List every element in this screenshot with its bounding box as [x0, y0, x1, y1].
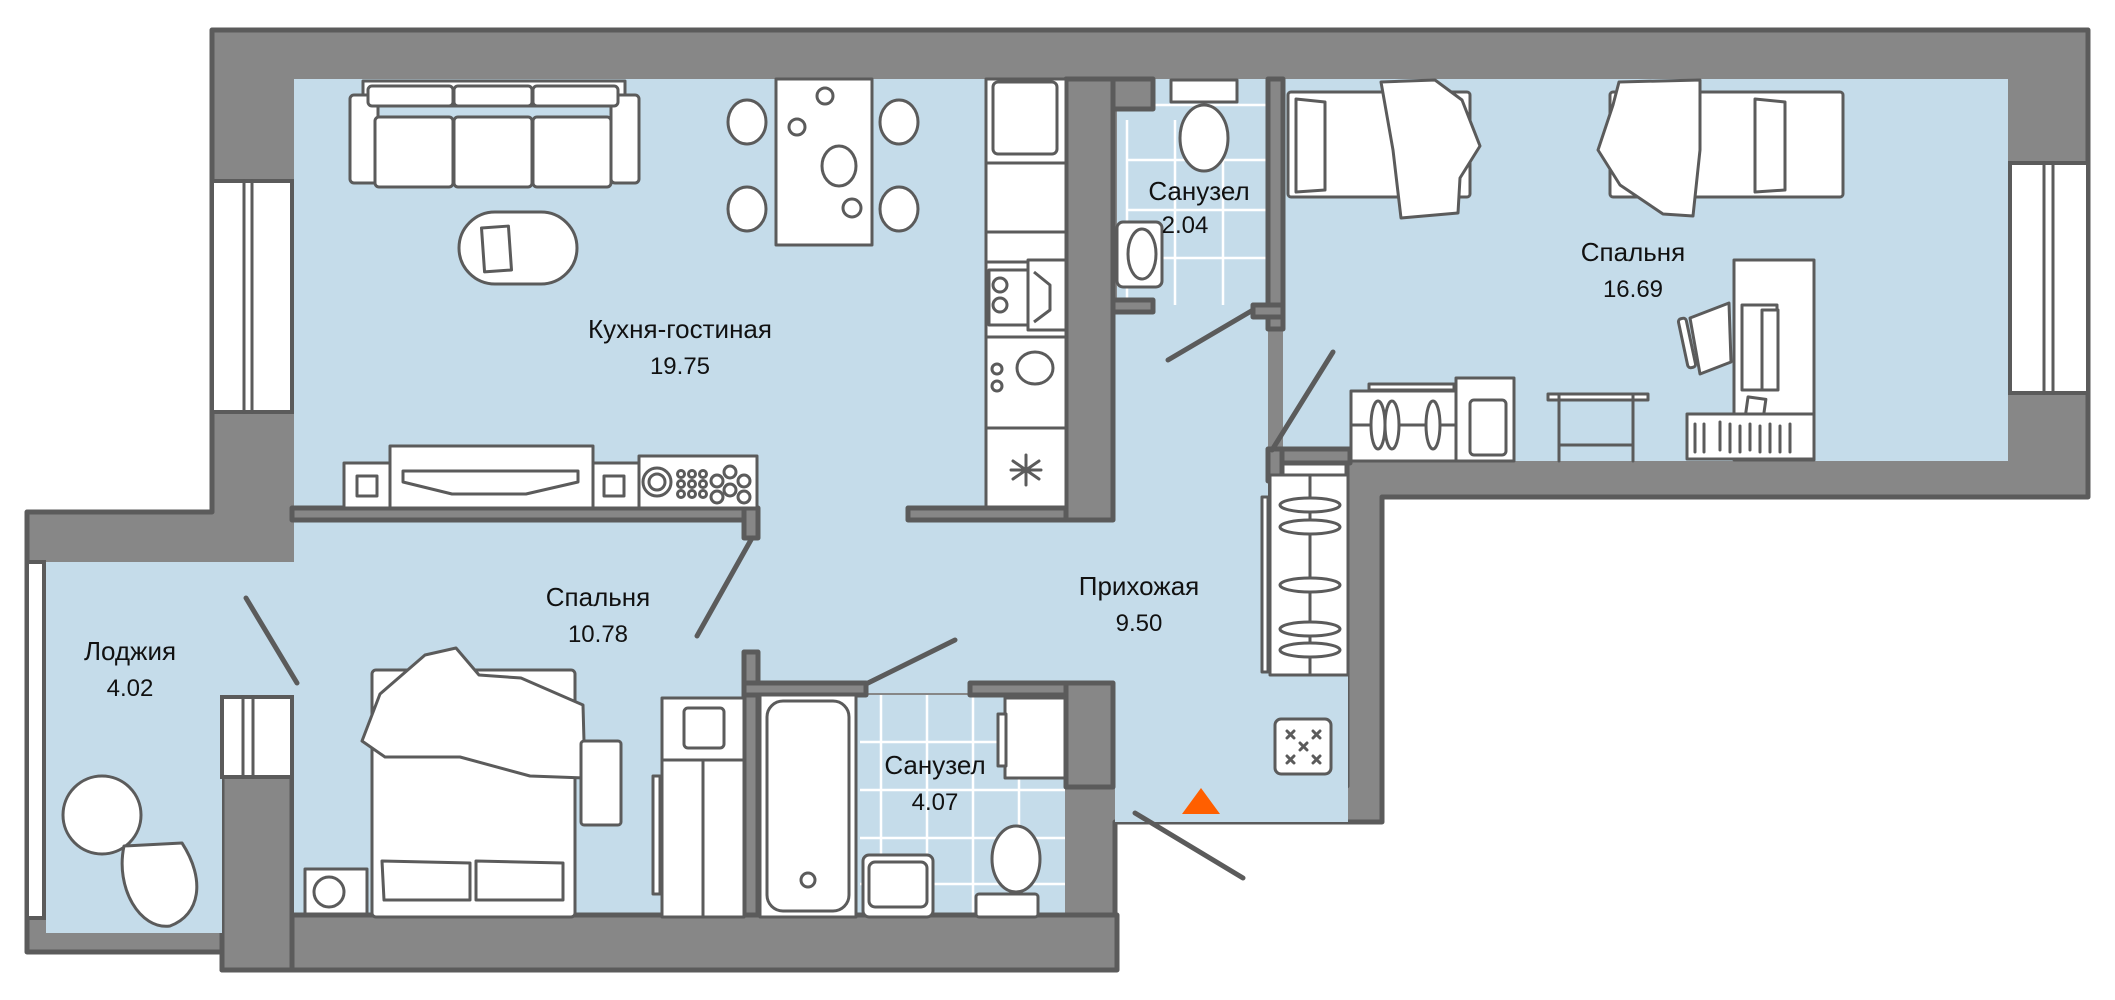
toilet-large-bath-icon	[974, 824, 1042, 919]
bed-double-icon	[360, 646, 623, 919]
room-area: 9.50	[1115, 610, 1163, 637]
room-label-bedroom-large: Спальня 16.69	[1581, 239, 1685, 302]
loggia-chair-icon	[120, 841, 199, 928]
heater-icon	[303, 867, 369, 916]
shoe-mat-icon	[1273, 717, 1333, 776]
room-area: 4.07	[911, 789, 959, 816]
wardrobe-bedroom-small-icon	[651, 696, 746, 919]
room-name: Лоджия	[83, 636, 177, 666]
room-name: Кухня-гостиная	[588, 314, 772, 344]
door-bedroom-small	[694, 535, 755, 639]
room-area: 2.04	[1161, 212, 1209, 239]
desk-icon	[1676, 258, 1816, 462]
bathtub-icon	[758, 693, 858, 919]
room-name: Прихожая	[1078, 571, 1200, 601]
tv-stand-icon	[342, 444, 759, 510]
door-bedroom-large	[1269, 349, 1336, 453]
loggia-table-icon	[61, 774, 143, 856]
room-name: Санузел	[1148, 176, 1250, 206]
interior-walls	[289, 76, 1353, 973]
room-name: Спальня	[545, 582, 651, 612]
wardrobe-hallway-icon	[1260, 473, 1350, 677]
door-entrance	[1132, 810, 1246, 881]
kitchen-counter-icon	[984, 77, 1068, 509]
window-loggia	[25, 560, 46, 920]
room-label-loggia: Лоджия 4.02	[84, 638, 176, 701]
room-label-kitchen-living: Кухня-гостиная 19.75	[588, 316, 772, 379]
room-area: 19.75	[649, 353, 711, 380]
entrance-triangle-icon	[1182, 788, 1220, 814]
door-bathroom-large	[865, 637, 958, 686]
room-name: Спальня	[1580, 237, 1686, 267]
clothes-rack-icon	[1546, 392, 1650, 463]
room-label-bedroom-small: Спальня 10.78	[546, 584, 650, 647]
washing-machine-icon	[996, 696, 1067, 780]
window-bedroom-small	[220, 695, 294, 779]
sofa-icon	[348, 79, 641, 189]
room-label-bathroom-small: Санузел 2.04	[1148, 178, 1249, 238]
room-area: 16.69	[1602, 276, 1664, 303]
wardrobe-bedroom-large-icon	[1349, 376, 1516, 463]
room-label-hallway: Прихожая 9.50	[1079, 573, 1199, 636]
room-name: Санузел	[884, 750, 986, 780]
bed-single-left-icon	[1286, 78, 1482, 220]
room-area: 10.78	[567, 621, 629, 648]
coffee-table-icon	[457, 210, 579, 286]
doors	[243, 307, 1336, 881]
room-label-bathroom-large: Санузел 4.07	[884, 752, 985, 815]
door-loggia	[243, 595, 300, 686]
door-bathroom-small	[1165, 307, 1256, 363]
bed-single-right-icon	[1596, 78, 1845, 218]
window-bedroom-large	[2008, 161, 2090, 395]
sink-small-bath-icon	[1115, 220, 1164, 289]
toilet-small-bath-icon	[1169, 78, 1239, 173]
room-area: 4.02	[106, 675, 154, 702]
sink-large-bath-icon	[861, 853, 935, 919]
window-kitchen	[210, 179, 294, 414]
dining-table-icon	[726, 77, 920, 247]
windows	[25, 161, 2090, 920]
